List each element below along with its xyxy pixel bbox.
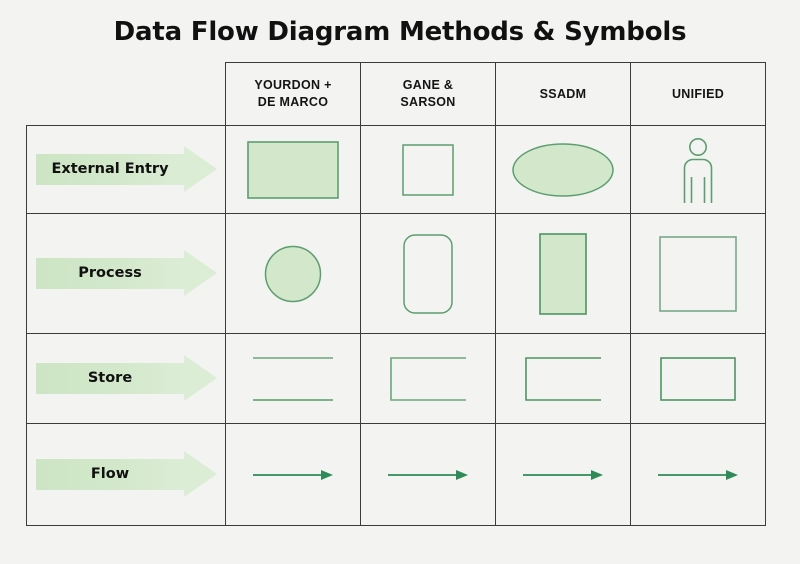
symbol-cell-store-yourdon — [225, 333, 361, 424]
column-header-line2: DE MARCO — [257, 95, 329, 109]
column-header-yourdon-de-marco: YOURDON + DE MARCO — [225, 62, 361, 126]
row-label-text: Store — [87, 370, 133, 386]
symbol-cell-store-ssadm — [495, 333, 631, 424]
filled-vertical-rectangle-symbol — [496, 232, 630, 315]
symbol-cell-external-entry-unified — [630, 125, 766, 214]
row-label-text: External Entry — [51, 161, 169, 177]
row-label-arrow-flow: Flow — [35, 451, 217, 497]
symbol-cell-process-yourdon — [225, 213, 361, 334]
ellipse-icon — [512, 142, 614, 197]
flow-arrow-symbol — [226, 467, 360, 483]
arrow-head — [183, 451, 217, 497]
symbol-cell-external-entry-gane-sarson — [360, 125, 496, 214]
table-header-row: YOURDON + DE MARCO GANE & SARSON SSADM U… — [27, 62, 766, 126]
symbol-cell-external-entry-yourdon — [225, 125, 361, 214]
symbol-cell-store-gane-sarson — [360, 333, 496, 424]
filled-rectangle-icon — [247, 140, 339, 199]
row-label-cell-process: Process — [26, 213, 226, 334]
actor-figure-symbol — [631, 137, 765, 203]
column-header-line1: GANE & — [402, 78, 454, 93]
open-rectangle-icon — [525, 356, 601, 401]
arrow-body — [35, 459, 185, 490]
arrow-right-icon — [253, 469, 333, 480]
filled-circle-symbol — [226, 245, 360, 303]
symbol-cell-store-unified — [630, 333, 766, 424]
symbol-cell-flow-unified — [630, 423, 766, 526]
two-parallel-lines-symbol — [226, 356, 360, 402]
symbol-cell-process-ssadm — [495, 213, 631, 334]
filled-rectangle-symbol — [226, 140, 360, 199]
rounded-rectangle-symbol — [361, 233, 495, 314]
column-header-line1: YOURDON + — [254, 78, 332, 93]
flow-arrow-symbol — [631, 467, 765, 483]
page-title: Data Flow Diagram Methods & Symbols — [113, 17, 687, 47]
table-row-flow: Flow — [26, 423, 766, 526]
actor-person-icon — [683, 137, 713, 203]
large-square-outline-icon — [659, 235, 737, 312]
arrow-body — [35, 363, 185, 394]
arrow-body — [35, 154, 185, 185]
open-ended-rectangle-symbol — [361, 356, 495, 401]
parallel-lines-icon — [253, 356, 333, 401]
arrow-head — [183, 250, 217, 296]
arrow-right-icon — [388, 469, 468, 480]
symbol-cell-external-entry-ssadm — [495, 125, 631, 214]
closed-rectangle-symbol — [631, 356, 765, 401]
rounded-rectangle-icon — [403, 233, 453, 314]
open-square-symbol — [361, 143, 495, 196]
row-label-arrow-external-entry: External Entry — [35, 146, 217, 192]
filled-ellipse-symbol — [496, 142, 630, 198]
symbol-cell-flow-ssadm — [495, 423, 631, 526]
table-row-process: Process — [26, 213, 766, 334]
row-label-arrow-process: Process — [35, 250, 217, 296]
dfd-symbol-table: YOURDON + DE MARCO GANE & SARSON SSADM U… — [26, 62, 766, 526]
row-label-arrow-store: Store — [35, 355, 217, 401]
square-outline-icon — [402, 143, 454, 196]
symbol-cell-process-gane-sarson — [360, 213, 496, 334]
row-label-text: Flow — [90, 466, 130, 482]
flow-arrow-symbol — [361, 467, 495, 483]
circle-icon — [264, 245, 322, 302]
column-header-line2: SARSON — [400, 95, 456, 109]
symbol-cell-process-unified — [630, 213, 766, 334]
arrow-head — [183, 355, 217, 401]
row-label-cell-flow: Flow — [26, 423, 226, 526]
rectangle-outline-icon — [660, 356, 736, 401]
table-row-store: Store — [26, 333, 766, 424]
flow-arrow-symbol — [496, 467, 630, 483]
column-header-ssadm: SSADM — [495, 62, 631, 126]
arrow-right-icon — [523, 469, 603, 480]
column-header-unified: UNIFIED — [630, 62, 766, 126]
arrow-right-icon — [658, 469, 738, 480]
open-rectangle-icon — [390, 356, 466, 401]
arrow-head — [183, 146, 217, 192]
symbol-cell-flow-gane-sarson — [360, 423, 496, 526]
symbol-cell-flow-yourdon — [225, 423, 361, 526]
header-corner-blank — [27, 63, 226, 126]
column-header-line1: UNIFIED — [671, 86, 725, 101]
column-header-line1: SSADM — [539, 86, 587, 101]
arrow-body — [35, 258, 185, 289]
vertical-rectangle-icon — [539, 232, 587, 315]
row-label-cell-store: Store — [26, 333, 226, 424]
row-label-text: Process — [78, 265, 142, 281]
open-ended-rectangle-symbol — [496, 356, 630, 401]
table-row-external-entry: External Entry — [26, 125, 766, 214]
row-label-cell-external-entry: External Entry — [26, 125, 226, 214]
large-square-symbol — [631, 235, 765, 312]
column-header-gane-sarson: GANE & SARSON — [360, 62, 496, 126]
